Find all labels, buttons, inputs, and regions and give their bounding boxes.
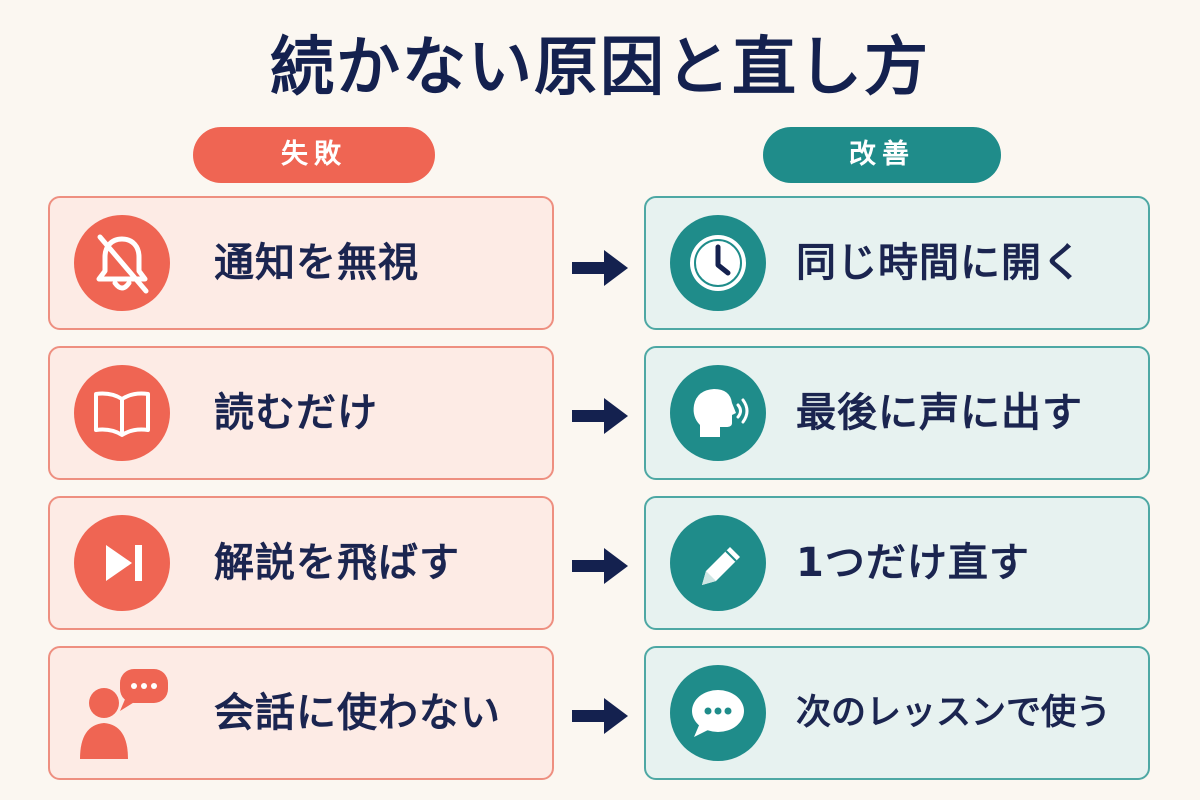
arrow-right-icon (572, 698, 628, 734)
skip-forward-icon (74, 515, 170, 611)
fix-column-header: 改善 (763, 127, 1001, 183)
arrow-right-icon (572, 250, 628, 286)
fail-label: 会話に使わない (214, 690, 501, 736)
bell-off-icon (74, 215, 170, 311)
open-book-icon (74, 365, 170, 461)
fix-label: 同じ時間に開く (796, 240, 1083, 286)
arrow-right-icon (572, 398, 628, 434)
fix-label: 最後に声に出す (796, 390, 1083, 436)
clock-icon (670, 215, 766, 311)
fail-label: 通知を無視 (214, 240, 419, 286)
fix-label: 1つだけ直す (796, 540, 1030, 586)
fail-label: 解説を飛ばす (214, 540, 460, 586)
fix-card-use-next-lesson: 次のレッスンで使う (644, 646, 1150, 780)
fix-card-speak-aloud: 最後に声に出す (644, 346, 1150, 480)
fail-label: 読むだけ (214, 390, 378, 436)
fix-label: 次のレッスンで使う (796, 693, 1112, 733)
speaking-head-icon (670, 365, 766, 461)
fix-card-fix-one: 1つだけ直す (644, 496, 1150, 630)
fail-card-not-in-conversation: 会話に使わない (48, 646, 554, 780)
chat-bubble-icon (670, 665, 766, 761)
fail-card-ignore-notifications: 通知を無視 (48, 196, 554, 330)
person-speech-bubble-icon (74, 665, 170, 761)
pencil-icon (670, 515, 766, 611)
fail-column-header: 失敗 (193, 127, 435, 183)
arrow-right-icon (572, 548, 628, 584)
fix-card-same-time: 同じ時間に開く (644, 196, 1150, 330)
fail-card-read-only: 読むだけ (48, 346, 554, 480)
page-title: 続かない原因と直し方 (270, 31, 930, 105)
fail-card-skip-explanation: 解説を飛ばす (48, 496, 554, 630)
